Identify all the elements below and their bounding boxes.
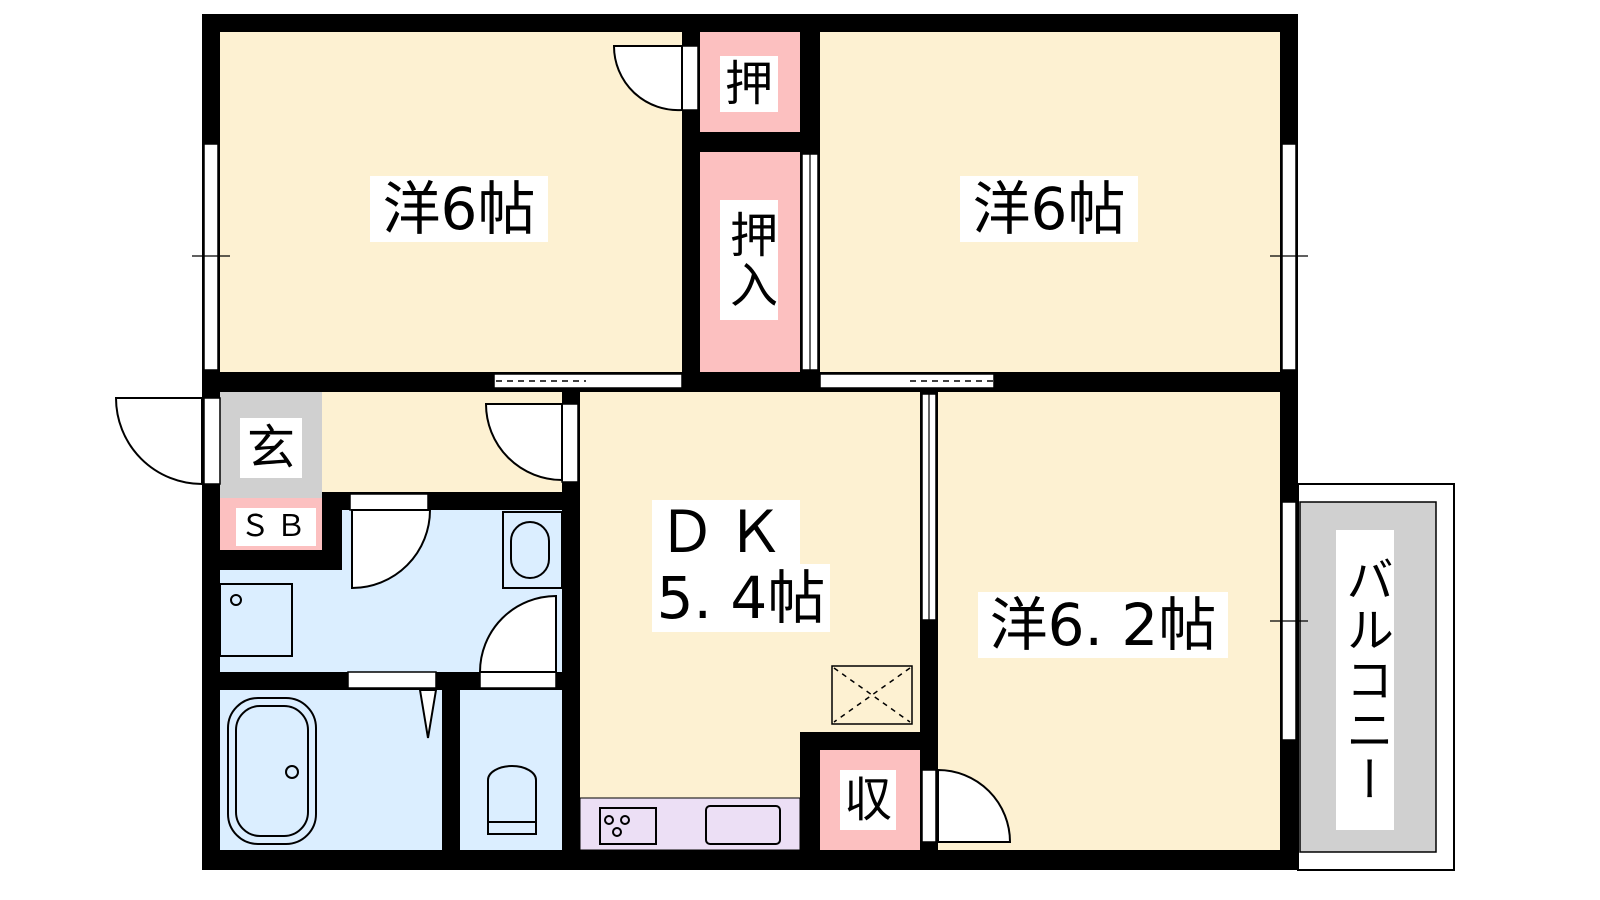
room-label-dk-size: 5. 4帖 [652, 564, 830, 632]
room-label-western-bottom: 洋6. 2帖 [978, 592, 1228, 658]
room-label-western-left: 洋6帖 [370, 176, 548, 242]
toilet-room [460, 690, 562, 850]
room-label-dk-name: ＤＫ [652, 500, 800, 564]
room-label-storage: 収 [840, 770, 896, 830]
door-swings [114, 45, 1012, 843]
washing-machine-space [219, 583, 293, 657]
sink [705, 805, 781, 845]
bathtub [227, 697, 317, 845]
refrigerator-space [831, 665, 913, 725]
room-label-western-right: 洋6帖 [960, 176, 1138, 242]
bathroom [220, 690, 442, 850]
room-label-entrance: 玄 [240, 418, 302, 478]
window-ticks [192, 154, 1308, 622]
room-label-shoe-box: ＳＢ [236, 508, 316, 546]
stove [599, 807, 657, 845]
room-label-closet-large: 押入 [720, 200, 778, 320]
room-label-balcony: バルコニー [1336, 530, 1394, 830]
room-label-closet-small: 押 [720, 56, 778, 112]
washbasin [502, 511, 563, 589]
toilet [487, 765, 537, 835]
